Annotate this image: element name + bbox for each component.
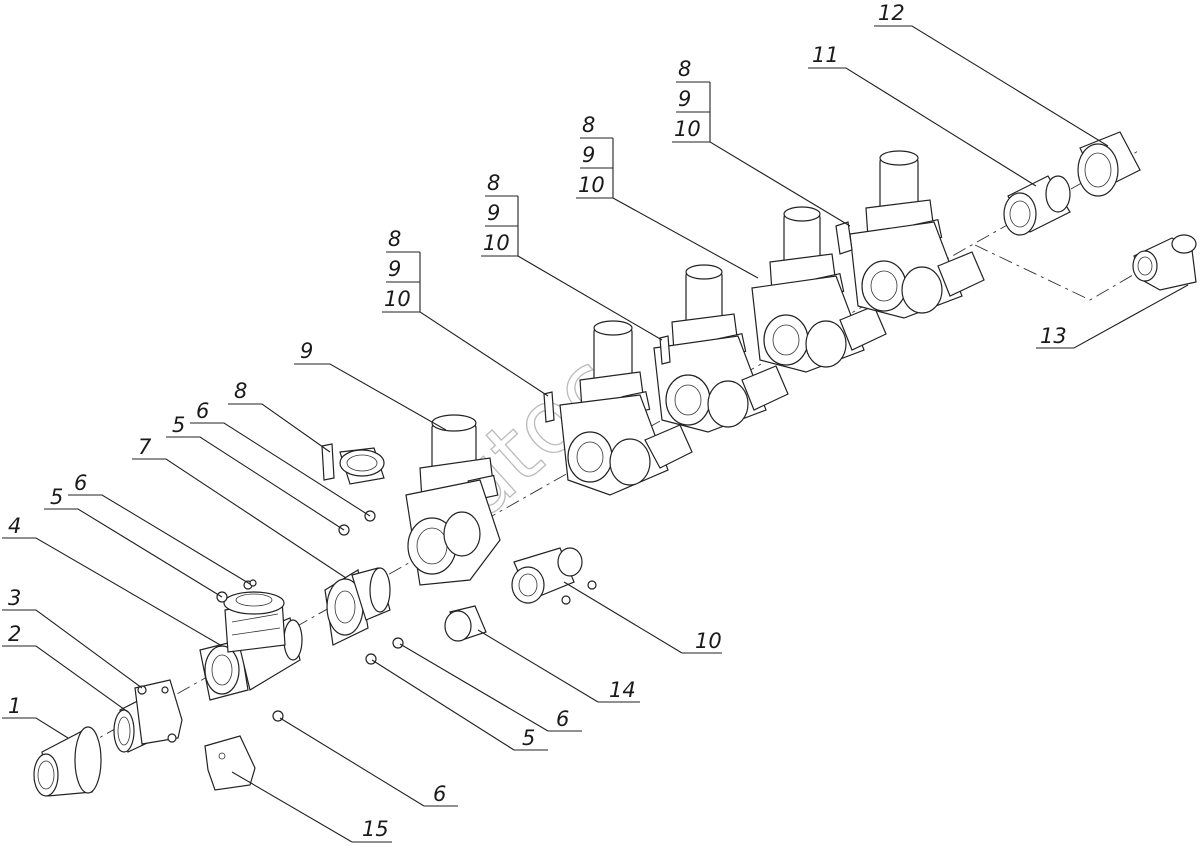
svg-text:4: 4	[8, 514, 21, 538]
callout-stack-2: 8 9 10	[481, 171, 663, 341]
callout-1: 1	[2, 694, 69, 739]
callout-stack-4: 8 9 10	[672, 57, 851, 227]
svg-text:6: 6	[433, 782, 446, 806]
svg-text:10: 10	[384, 287, 411, 311]
callout-6-c: 6	[399, 643, 582, 732]
callout-13: 13	[1036, 284, 1189, 349]
svg-text:8: 8	[234, 379, 247, 403]
part-3-flange	[134, 679, 183, 745]
part-11-adapter	[1003, 175, 1071, 236]
callout-15: 15	[231, 771, 392, 843]
svg-text:9: 9	[388, 257, 401, 281]
svg-text:6: 6	[196, 399, 209, 423]
branch-axis-13	[974, 244, 1151, 301]
svg-text:15: 15	[362, 817, 389, 841]
svg-text:6: 6	[74, 471, 87, 495]
valve-module-2	[543, 320, 693, 496]
svg-text:9: 9	[487, 201, 500, 225]
part-13-elbow	[1132, 234, 1197, 291]
fasteners-lower	[272, 637, 404, 722]
assembly-axis	[59, 149, 1141, 761]
svg-text:8: 8	[678, 57, 691, 81]
callout-6-a: 6	[68, 471, 251, 585]
part-4-tee-body	[199, 617, 303, 701]
part-7-flange-sleeve	[324, 567, 391, 646]
callout-11: 11	[808, 43, 1037, 187]
valve-module-5	[835, 150, 985, 319]
callout-5-b: 5	[166, 413, 345, 531]
part-15-bracket	[204, 735, 256, 791]
callout-10: 10	[563, 581, 722, 654]
svg-text:10: 10	[674, 117, 701, 141]
svg-text:13: 13	[1040, 324, 1067, 348]
callout-6-b: 6	[190, 399, 371, 517]
svg-text:14: 14	[609, 678, 636, 702]
callout-2: 2	[2, 622, 129, 713]
svg-text:7: 7	[138, 435, 152, 459]
part-10-coupling	[511, 547, 597, 605]
svg-text:5: 5	[522, 726, 535, 750]
part-1-inlet-connector	[33, 726, 102, 797]
callout-9: 9	[294, 339, 447, 431]
callout-14: 14	[477, 629, 640, 703]
callout-5-a: 5	[44, 485, 223, 598]
part-12-end-cap	[1077, 131, 1141, 197]
svg-text:9: 9	[582, 143, 595, 167]
callout-12: 12	[874, 1, 1109, 147]
svg-text:3: 3	[8, 586, 21, 610]
svg-text:10: 10	[578, 173, 605, 197]
callout-7: 7	[132, 435, 347, 579]
svg-text:5: 5	[172, 413, 185, 437]
svg-text:6: 6	[556, 707, 569, 731]
callout-8: 8	[228, 379, 331, 453]
svg-text:9: 9	[678, 87, 691, 111]
screw-set-left	[216, 579, 257, 603]
part-14-plug	[444, 605, 487, 642]
callout-4: 4	[2, 514, 223, 647]
fasteners-upper	[338, 510, 376, 536]
valve-module-3	[653, 264, 789, 433]
callout-6-d: 6	[279, 717, 458, 807]
callout-5-c: 5	[371, 659, 548, 751]
svg-text:12: 12	[878, 1, 905, 25]
part-4-valve-cap	[223, 591, 286, 653]
part-9-valve-module	[405, 414, 501, 586]
svg-text:9: 9	[300, 339, 313, 363]
callout-stack-3: 8 9 10	[576, 113, 759, 279]
svg-text:8: 8	[487, 171, 500, 195]
svg-text:8: 8	[388, 227, 401, 251]
svg-text:8: 8	[582, 113, 595, 137]
valve-module-4	[751, 206, 887, 373]
part-8-elbow-fitting	[321, 443, 385, 485]
svg-text:2: 2	[8, 622, 21, 646]
svg-text:10: 10	[483, 231, 510, 255]
svg-text:11: 11	[812, 43, 839, 67]
svg-text:10: 10	[695, 629, 722, 653]
svg-text:5: 5	[50, 485, 63, 509]
callout-3: 3	[2, 586, 143, 689]
callout-stack-1: 8 9 10	[382, 227, 549, 397]
svg-text:1: 1	[8, 694, 21, 718]
